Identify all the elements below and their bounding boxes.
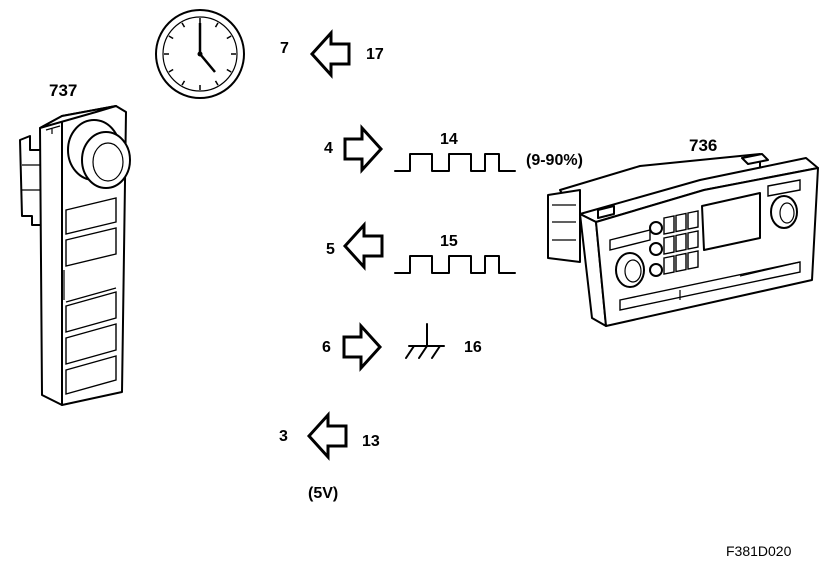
square-wave-icon: [394, 255, 516, 274]
control-unit-label: 736: [689, 136, 717, 155]
clock-in-pin: 7: [280, 40, 289, 57]
arrow-left-icon: [309, 29, 351, 79]
supply-in-pin: 3: [279, 428, 288, 445]
pwm-duty-cycle: (9-90%): [526, 152, 583, 169]
clock-tick: [226, 68, 232, 73]
pwm-out-pin: 4: [324, 140, 333, 157]
clock-tick: [214, 80, 219, 86]
square-wave-icon: [394, 153, 516, 172]
control-unit-key: [675, 212, 687, 233]
control-unit-key: [675, 232, 687, 253]
arrow-right-icon: [342, 322, 383, 372]
ground-icon: [405, 323, 445, 359]
clock-tick: [168, 35, 174, 40]
clock-tick: [181, 22, 186, 28]
pwm-out-label: 14: [440, 131, 458, 148]
control-unit-key: [663, 235, 675, 255]
control-unit-key: [675, 252, 687, 273]
control-unit-key: [687, 250, 699, 270]
clock-icon: [155, 9, 245, 99]
clock-out-pin: 17: [366, 46, 384, 63]
pwm-in-pin: 5: [326, 241, 335, 258]
control-unit-key: [687, 230, 699, 250]
figure-code: F381D020: [726, 543, 792, 559]
switch-panel-label: 737: [49, 81, 77, 100]
switch-panel-737: [19, 105, 131, 406]
clock-tick: [181, 80, 186, 86]
control-unit-key: [663, 215, 675, 235]
control-unit-736: [547, 153, 819, 327]
ground-pin: 6: [322, 339, 331, 356]
arrow-right-icon: [343, 124, 384, 174]
ground-label: 16: [464, 339, 482, 356]
arrow-left-icon: [306, 411, 348, 461]
control-unit-key: [687, 210, 699, 230]
supply-out-pin: 13: [362, 433, 380, 450]
pwm-in-label: 15: [440, 233, 458, 250]
control-unit-key: [663, 255, 675, 275]
supply-voltage: (5V): [308, 485, 338, 502]
arrow-left-icon: [342, 221, 384, 271]
clock-tick: [214, 22, 219, 28]
clock-tick: [226, 35, 232, 40]
clock-tick: [168, 68, 174, 73]
